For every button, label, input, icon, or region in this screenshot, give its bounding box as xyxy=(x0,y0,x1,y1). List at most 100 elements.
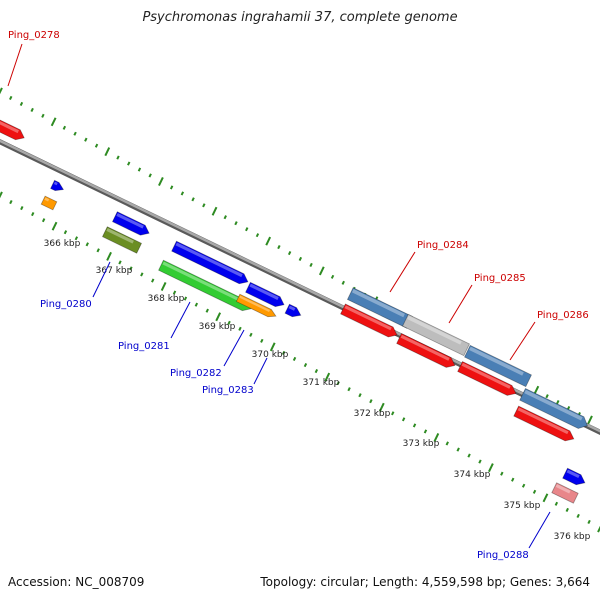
gene-block-red-1-shine xyxy=(344,305,392,331)
gene-block-red-4 xyxy=(513,405,575,442)
tick-mark-inner xyxy=(63,230,68,235)
tick-mark-inner xyxy=(172,290,177,295)
gene-block-ping-0282 xyxy=(235,293,277,318)
gene-block-small-blue-1-shine xyxy=(53,181,58,186)
gene-block-red-2-body xyxy=(396,333,456,368)
gene-block-ping-0280-body xyxy=(101,226,143,254)
tick-mark-outer xyxy=(287,250,292,256)
gene-label-ping-0284: Ping_0284 xyxy=(417,240,469,251)
scale-label: 374 kbp xyxy=(454,470,491,480)
tick-mark-inner xyxy=(324,372,331,382)
tick-mark-outer xyxy=(318,266,325,276)
tick-mark-outer xyxy=(298,256,303,262)
tick-mark-inner xyxy=(423,429,428,434)
gene-label-leader xyxy=(170,301,191,339)
tick-mark-outer xyxy=(191,197,195,202)
gene-label-ping-0288: Ping_0288 xyxy=(477,550,529,561)
tick-mark-outer xyxy=(234,221,238,226)
tick-mark-inner xyxy=(347,387,351,392)
gene-block-ping-0282-shine xyxy=(239,295,271,312)
tick-mark-inner xyxy=(467,453,471,458)
tick-mark-inner xyxy=(521,483,526,488)
tick-mark-outer xyxy=(309,262,313,268)
tick-mark-inner xyxy=(215,312,222,322)
map-title: Psychromonas ingrahamii 37, complete gen… xyxy=(142,10,458,25)
tick-mark-inner xyxy=(9,199,13,205)
gene-block-red-3-shine xyxy=(461,362,511,389)
gene-block-red-4-shine xyxy=(517,407,569,435)
tick-mark-inner xyxy=(554,501,559,506)
tick-mark-inner xyxy=(314,368,319,374)
gene-block-ping-0288-upper-shine xyxy=(566,469,580,479)
tick-mark-inner xyxy=(478,459,482,464)
gene-block-small-orange xyxy=(40,195,58,211)
gene-features xyxy=(0,116,588,504)
gene-block-ping-0288-body xyxy=(551,482,579,504)
tick-mark-inner xyxy=(151,278,155,283)
gene-block-ping-0278-body xyxy=(0,116,25,141)
tick-mark-inner xyxy=(31,212,35,217)
gene-label-ping-0282: Ping_0282 xyxy=(170,368,222,379)
gene-label-leader xyxy=(509,321,536,361)
tick-mark-outer xyxy=(73,131,77,136)
gene-block-ping-0285 xyxy=(402,313,470,357)
gene-block-small-orange-shine xyxy=(44,197,50,202)
tick-mark-outer xyxy=(62,125,67,130)
gene-block-ping-0288-upper-body xyxy=(562,467,586,486)
gene-block-ping-0278 xyxy=(0,116,25,141)
tick-mark-inner xyxy=(249,332,253,337)
tick-mark-outer xyxy=(245,227,249,232)
gene-block-ping-0283-shine xyxy=(288,305,296,311)
tick-mark-inner xyxy=(160,282,167,292)
gene-block-ping-0288 xyxy=(551,482,579,504)
gene-block-ping-0278-shine xyxy=(0,118,19,134)
gene-block-ping-0286b-shine xyxy=(524,389,583,421)
tick-mark-inner xyxy=(412,423,417,428)
tick-mark-inner xyxy=(238,326,242,331)
tick-mark-inner xyxy=(488,463,494,473)
gene-block-ping-0282-body xyxy=(235,293,277,318)
gene-block-ping-0286a-shine xyxy=(469,346,524,376)
gene-block-ping-0285-shine xyxy=(407,315,462,345)
gene-label-leader xyxy=(253,357,268,385)
gene-block-ping-0280-shine xyxy=(106,228,134,244)
scale-label: 369 kbp xyxy=(199,322,236,332)
gene-block-red-2 xyxy=(396,333,456,368)
gene-label-ping-0283: Ping_0283 xyxy=(202,385,254,396)
tick-mark-outer xyxy=(211,206,218,216)
gene-label-ping-0281: Ping_0281 xyxy=(118,341,170,352)
tick-mark-outer xyxy=(30,107,34,112)
gene-label-leader xyxy=(223,329,245,367)
gene-block-ping-0281-upper-body xyxy=(171,240,249,285)
tick-mark-outer xyxy=(545,394,549,399)
tick-mark-inner xyxy=(336,381,340,386)
tick-mark-inner xyxy=(565,507,569,512)
tick-mark-outer xyxy=(202,203,206,208)
gene-block-ping-0280 xyxy=(101,226,143,254)
tick-mark-inner xyxy=(369,399,373,404)
tick-mark-outer xyxy=(169,185,174,190)
tick-mark-outer xyxy=(116,155,120,160)
tick-mark-outer xyxy=(84,137,88,142)
tick-mark-inner xyxy=(576,513,580,518)
tick-mark-inner xyxy=(587,519,591,525)
tick-mark-outer xyxy=(180,191,185,196)
gene-label-ping-0278: Ping_0278 xyxy=(8,30,60,41)
tick-mark-inner xyxy=(445,441,449,446)
gene-block-ping-0281 xyxy=(158,259,252,312)
tick-mark-inner xyxy=(597,525,600,533)
gene-block-ping-0284-shine xyxy=(351,289,405,318)
gene-block-ping-0288-upper xyxy=(562,467,586,486)
tick-mark-outer xyxy=(19,101,24,106)
scale-label: 371 kbp xyxy=(303,378,340,388)
gene-block-ping-0281-shine xyxy=(162,261,246,304)
tick-mark-outer xyxy=(41,113,45,118)
gene-block-red-2-shine xyxy=(400,334,450,361)
tick-marks xyxy=(0,87,600,533)
tick-mark-inner xyxy=(85,242,89,247)
gene-block-small-orange-body xyxy=(40,195,58,211)
gene-block-ping-0281-body xyxy=(158,259,252,312)
gene-block-ping-0280-upper-shine xyxy=(116,213,144,229)
